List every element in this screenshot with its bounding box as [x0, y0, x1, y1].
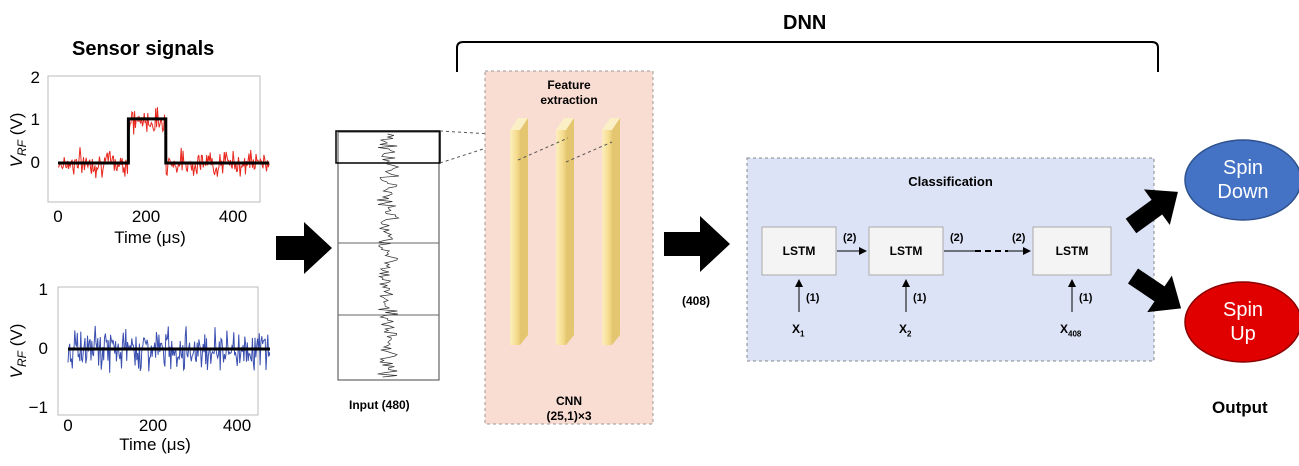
cnn-panel	[484, 70, 654, 425]
lstm-input-x408: X408	[1060, 322, 1082, 339]
input-waveform	[376, 133, 400, 378]
sensor-plot-2: 1 0 −1 0 200 400 Time (μs) VRF (V)	[0, 275, 270, 466]
sensor-plot-1-svg: 2 1 0 0 200 400 Time (μs) VRF (V)	[7, 68, 270, 247]
lstm-input-x2: X2	[899, 322, 912, 339]
plot-2-xtick: 0	[63, 416, 72, 435]
plot-1-fit-trace	[58, 117, 270, 165]
input-edge-label: (1)	[1079, 292, 1093, 304]
lstm-cell-label: LSTM	[782, 244, 816, 258]
plot-2-ytick: −1	[29, 398, 48, 417]
plot-2-xtick: 200	[139, 416, 167, 435]
spin-down-line2: Down	[1217, 181, 1269, 203]
cnn-connector	[517, 137, 569, 161]
cnn-connector	[565, 141, 613, 163]
input-window-connector	[439, 130, 613, 142]
plot-1-ytick: 0	[31, 153, 40, 172]
plot-2-ylabel: VRF (V)	[7, 324, 29, 379]
plot-2-ytick: 0	[39, 339, 48, 358]
plot-1-xtick: 400	[219, 207, 247, 226]
cnn-column	[556, 118, 574, 345]
flow-size-label: (408)	[682, 294, 711, 308]
lstm-input-x1: X1	[792, 322, 805, 339]
cnn-section-title: Feature extraction	[485, 78, 653, 108]
cnn-label-line2: (25,1)×3	[546, 409, 592, 423]
input-panel	[337, 131, 440, 381]
arrow-to-spin-up	[1127, 268, 1182, 313]
plot-1-ytick: 2	[31, 68, 40, 87]
recurrent-edge-label: (2)	[843, 232, 857, 244]
arrow-to-classification	[664, 216, 730, 272]
cnn-column	[602, 118, 620, 345]
plot-1-ytick: 1	[31, 110, 40, 129]
input-window-connector	[439, 136, 521, 164]
dnn-bracket	[456, 41, 1159, 72]
plot-1-noise-trace	[57, 107, 270, 179]
plot-2-ytick: 1	[39, 280, 48, 299]
cnn-column	[510, 118, 528, 345]
cnn-label: CNN (25,1)×3	[485, 394, 653, 424]
plot-1-xtick: 200	[132, 207, 160, 226]
plot-2-xlabel: Time (μs)	[119, 435, 191, 454]
recurrent-edge-label: (2)	[950, 232, 964, 244]
spin-up-label: Spin Up	[1185, 298, 1299, 346]
recurrent-edge-label: (2)	[1012, 232, 1026, 244]
plot-1-frame	[47, 75, 261, 203]
spin-up-line1: Spin	[1222, 299, 1264, 321]
sensor-plot-1: 2 1 0 0 200 400 Time (μs) VRF (V)	[0, 60, 270, 260]
plot-2-frame	[57, 286, 259, 416]
spin-down-label: Spin Down	[1185, 156, 1299, 204]
output-title: Output	[1212, 398, 1268, 417]
dnn-label: DNN	[783, 12, 827, 34]
spin-down-line1: Spin	[1222, 157, 1264, 179]
cnn-section-title-line1: Feature	[547, 78, 591, 92]
input-edge-label: (1)	[806, 292, 820, 304]
cnn-section-title-line2: extraction	[540, 93, 598, 107]
input-edge-label: (1)	[913, 292, 927, 304]
spin-up-line2: Up	[1230, 323, 1256, 345]
plot-1-xlabel: Time (μs)	[114, 228, 186, 247]
input-label: Input (480)	[349, 398, 410, 412]
classification-title: Classification	[908, 174, 993, 189]
plot-1-ylabel: VRF (V)	[7, 113, 29, 168]
lstm-cell-label: LSTM	[1055, 244, 1089, 258]
lstm-cell-label: LSTM	[889, 244, 923, 258]
sensor-signals-title: Sensor signals	[72, 38, 215, 60]
cnn-label-line1: CNN	[556, 394, 582, 408]
plot-2-xtick: 400	[223, 416, 251, 435]
plot-2-noise-trace	[67, 325, 270, 373]
input-window-box	[335, 130, 441, 164]
plot-1-xtick: 0	[53, 207, 62, 226]
arrow-to-input	[276, 222, 332, 274]
sensor-plot-2-svg: 1 0 −1 0 200 400 Time (μs) VRF (V)	[7, 280, 270, 454]
